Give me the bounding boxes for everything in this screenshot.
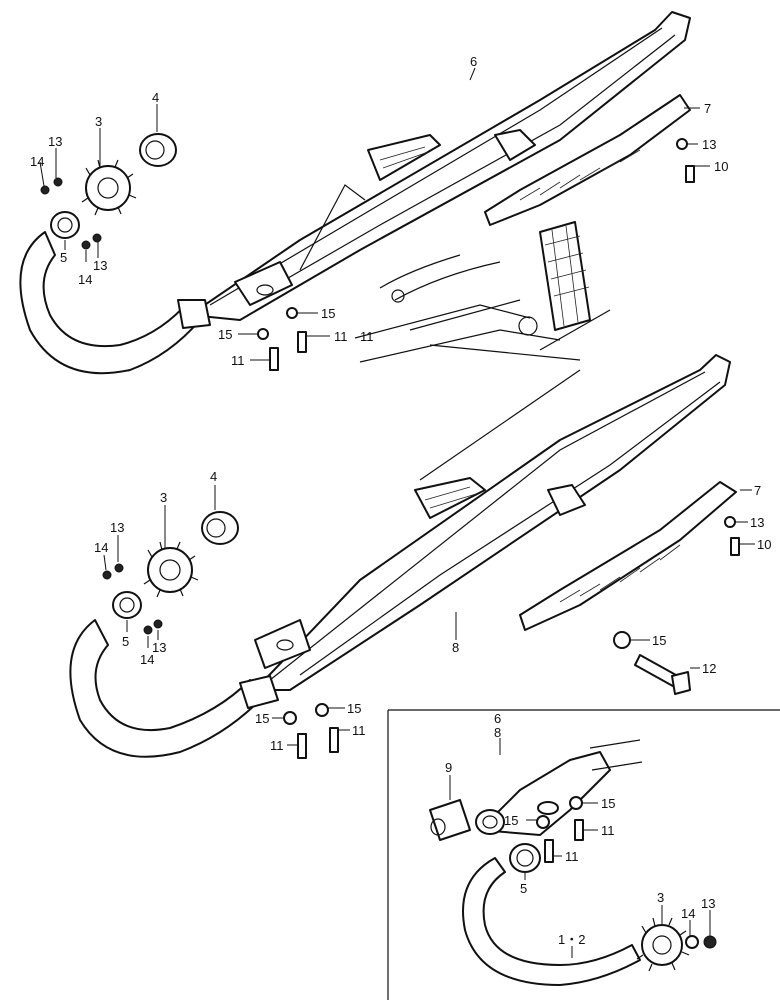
inset-detail: [387, 709, 780, 1000]
label-inset-bolt-b: 11: [565, 849, 579, 864]
label-inset-spring: 3: [657, 890, 664, 905]
label-mid-washer-c: 15: [652, 633, 666, 648]
label-top-spring: 3: [95, 114, 102, 129]
label-top-joint-nut: 4: [152, 90, 159, 105]
label-inset-pipe: 1・2: [558, 932, 585, 947]
top-collar: [50, 211, 80, 239]
label-top-bolt-small: 10: [714, 159, 728, 174]
label-mid-washer-d: 15: [347, 701, 361, 716]
top-labels: 6 7 13 10 4 3 14 13 5 14 13 11 15 15 11 …: [30, 54, 728, 368]
label-mid-washer-a: 13: [110, 520, 124, 535]
label-top-gasket: 13: [702, 137, 716, 152]
label-inset-washer-b: 15: [504, 813, 518, 828]
label-inset-muffler-a: 6: [494, 711, 501, 726]
label-mid-washer-e: 15: [255, 711, 269, 726]
label-mid-bolt-b: 11: [270, 738, 284, 753]
label-mid-bolt-long: 12: [702, 661, 716, 676]
middle-collar: [112, 591, 142, 619]
label-top-washer-a: 13: [48, 134, 62, 149]
label-inset-washer-a: 15: [601, 796, 615, 811]
label-mid-bolt-small: 10: [757, 537, 771, 552]
label-mid-muffler: 8: [452, 640, 459, 655]
label-top-bolt-a: 11: [334, 329, 348, 344]
top-joint-nut: [139, 133, 177, 167]
label-top-washer-c: 15: [321, 306, 335, 321]
label-mid-collar: 5: [122, 634, 129, 649]
label-inset-nut: 14: [681, 906, 695, 921]
frame-reference-sketch: [354, 221, 611, 481]
label-mid-pipe-cover: 7: [754, 483, 761, 498]
label-mid-joint-nut: 4: [210, 469, 217, 484]
label-top-collar: 5: [60, 250, 67, 265]
inset-spring: [636, 917, 690, 972]
label-mid-spring: 3: [160, 490, 167, 505]
label-top-nut-b: 14: [78, 272, 92, 287]
label-mid-bolt-a: 11: [352, 723, 366, 738]
label-top-nut-a: 14: [30, 154, 44, 169]
label-inset-joint: 9: [445, 760, 452, 775]
label-top-bolt-c: 11: [360, 329, 374, 344]
inset-collar: [509, 843, 541, 873]
label-mid-washer-b: 13: [152, 640, 166, 655]
label-top-washer-b: 13: [93, 258, 107, 273]
label-inset-collar: 5: [520, 881, 527, 896]
middle-joint-nut: [201, 511, 239, 545]
label-inset-bolt-a: 11: [601, 823, 615, 838]
inset-joint: [429, 799, 471, 841]
middle-spring: [143, 541, 199, 598]
label-top-muffler: 6: [470, 54, 477, 69]
label-mid-nut-b: 14: [140, 652, 154, 667]
label-top-bolt-b: 11: [231, 353, 245, 368]
label-top-pipe-cover: 7: [704, 101, 711, 116]
middle-muffler-assembly: [69, 354, 755, 759]
label-top-washer-d: 15: [218, 327, 232, 342]
label-inset-muffler-b: 8: [494, 725, 501, 740]
middle-labels: 8 7 13 10 4 3 14 13 5 14 13 15 12 15 11 …: [94, 469, 771, 753]
label-mid-nut-a: 14: [94, 540, 108, 555]
label-mid-gasket: 13: [750, 515, 764, 530]
top-muffler-assembly: [19, 11, 710, 375]
label-inset-washer: 13: [701, 896, 715, 911]
inset-labels: 6 8 9 15 11 15 11 5 1・2 3 14 13: [445, 711, 715, 947]
top-spring: [81, 159, 137, 216]
